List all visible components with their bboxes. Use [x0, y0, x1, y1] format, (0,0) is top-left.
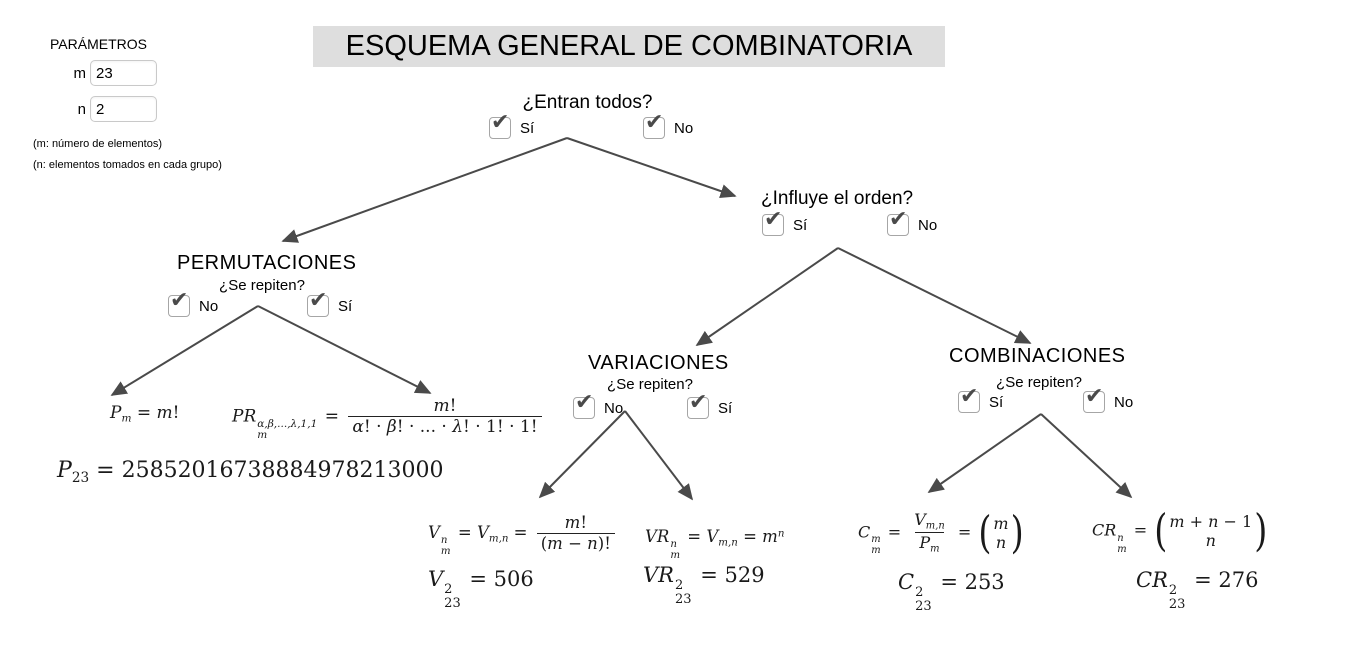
arrow-perm-no	[110, 305, 259, 396]
m-label: m	[73, 65, 87, 82]
question-entran-todos: ¿Entran todos?	[522, 92, 653, 113]
arrow-orden-no	[837, 247, 1032, 344]
formula-permutaciones: Pm = m!	[110, 403, 180, 425]
checkbox-orden-no[interactable]: ✔ No	[887, 208, 938, 236]
arrow-entran-no	[566, 137, 737, 199]
arrow-entran-si	[281, 137, 568, 243]
arrow-comb-si	[927, 413, 1042, 493]
checkbox-perm-si[interactable]: ✔ Sí	[307, 289, 353, 317]
check-icon: ✔	[689, 389, 708, 414]
check-icon: ✔	[889, 206, 908, 231]
check-icon: ✔	[170, 287, 189, 312]
m-input[interactable]	[90, 60, 157, 86]
arrow-var-no	[538, 410, 626, 499]
checkbox-entran-si[interactable]: ✔ Sí	[489, 111, 535, 139]
arrow-orden-si	[695, 247, 839, 346]
checkbox-box: ✔	[1083, 385, 1105, 413]
question-perm-repiten: ¿Se repiten?	[219, 277, 305, 294]
checkbox-label: No	[918, 216, 938, 234]
check-icon: ✔	[575, 389, 594, 414]
checkbox-label: No	[604, 399, 624, 417]
checkbox-var-no[interactable]: ✔ No	[573, 391, 624, 419]
checkbox-box: ✔	[687, 391, 709, 419]
check-icon: ✔	[764, 206, 783, 231]
m-note: (m: número de elementos)	[33, 138, 162, 150]
arrow-perm-si	[257, 305, 432, 394]
section-title-permutaciones: PERMUTACIONES	[177, 252, 357, 274]
result-permutaciones: P23 = 25852016738884978213000	[57, 458, 444, 486]
checkbox-box: ✔	[887, 208, 909, 236]
checkbox-box: ✔	[573, 391, 595, 419]
check-icon: ✔	[1085, 383, 1104, 408]
checkbox-perm-no[interactable]: ✔ No	[168, 289, 219, 317]
check-icon: ✔	[309, 287, 328, 312]
question-var-repiten: ¿Se repiten?	[607, 376, 693, 393]
checkbox-box: ✔	[762, 208, 784, 236]
checkbox-label: No	[674, 119, 694, 137]
checkbox-box: ✔	[307, 289, 329, 317]
arrow-var-si	[624, 410, 694, 501]
check-icon: ✔	[960, 383, 979, 408]
n-label: n	[77, 101, 86, 118]
checkbox-label: No	[1114, 393, 1134, 411]
checkbox-box: ✔	[643, 111, 665, 139]
checkbox-orden-si[interactable]: ✔ Sí	[762, 208, 808, 236]
checkbox-comb-no[interactable]: ✔ No	[1083, 385, 1134, 413]
question-comb-repiten: ¿Se repiten?	[996, 374, 1082, 391]
checkbox-entran-no[interactable]: ✔ No	[643, 111, 694, 139]
page-title: ESQUEMA GENERAL DE COMBINATORIA	[313, 26, 945, 67]
checkbox-comb-si[interactable]: ✔ Sí	[958, 385, 1004, 413]
checkbox-box: ✔	[489, 111, 511, 139]
checkbox-box: ✔	[958, 385, 980, 413]
n-note: (n: elementos tomados en cada grupo)	[33, 159, 222, 171]
parameters-heading: PARÁMETROS	[50, 36, 147, 52]
checkbox-label: Sí	[793, 216, 808, 234]
section-title-variaciones: VARIACIONES	[588, 352, 729, 374]
check-icon: ✔	[645, 109, 664, 134]
n-input[interactable]	[90, 96, 157, 122]
check-icon: ✔	[491, 109, 510, 134]
checkbox-box: ✔	[168, 289, 190, 317]
arrow-comb-no	[1040, 413, 1133, 499]
question-influye-orden: ¿Influye el orden?	[761, 188, 914, 209]
checkbox-label: No	[199, 297, 219, 315]
checkbox-var-si[interactable]: ✔ Sí	[687, 391, 733, 419]
checkbox-label: Sí	[718, 399, 733, 417]
section-title-combinaciones: COMBINACIONES	[949, 345, 1126, 367]
checkbox-label: Sí	[520, 119, 535, 137]
checkbox-label: Sí	[989, 393, 1004, 411]
checkbox-label: Sí	[338, 297, 353, 315]
